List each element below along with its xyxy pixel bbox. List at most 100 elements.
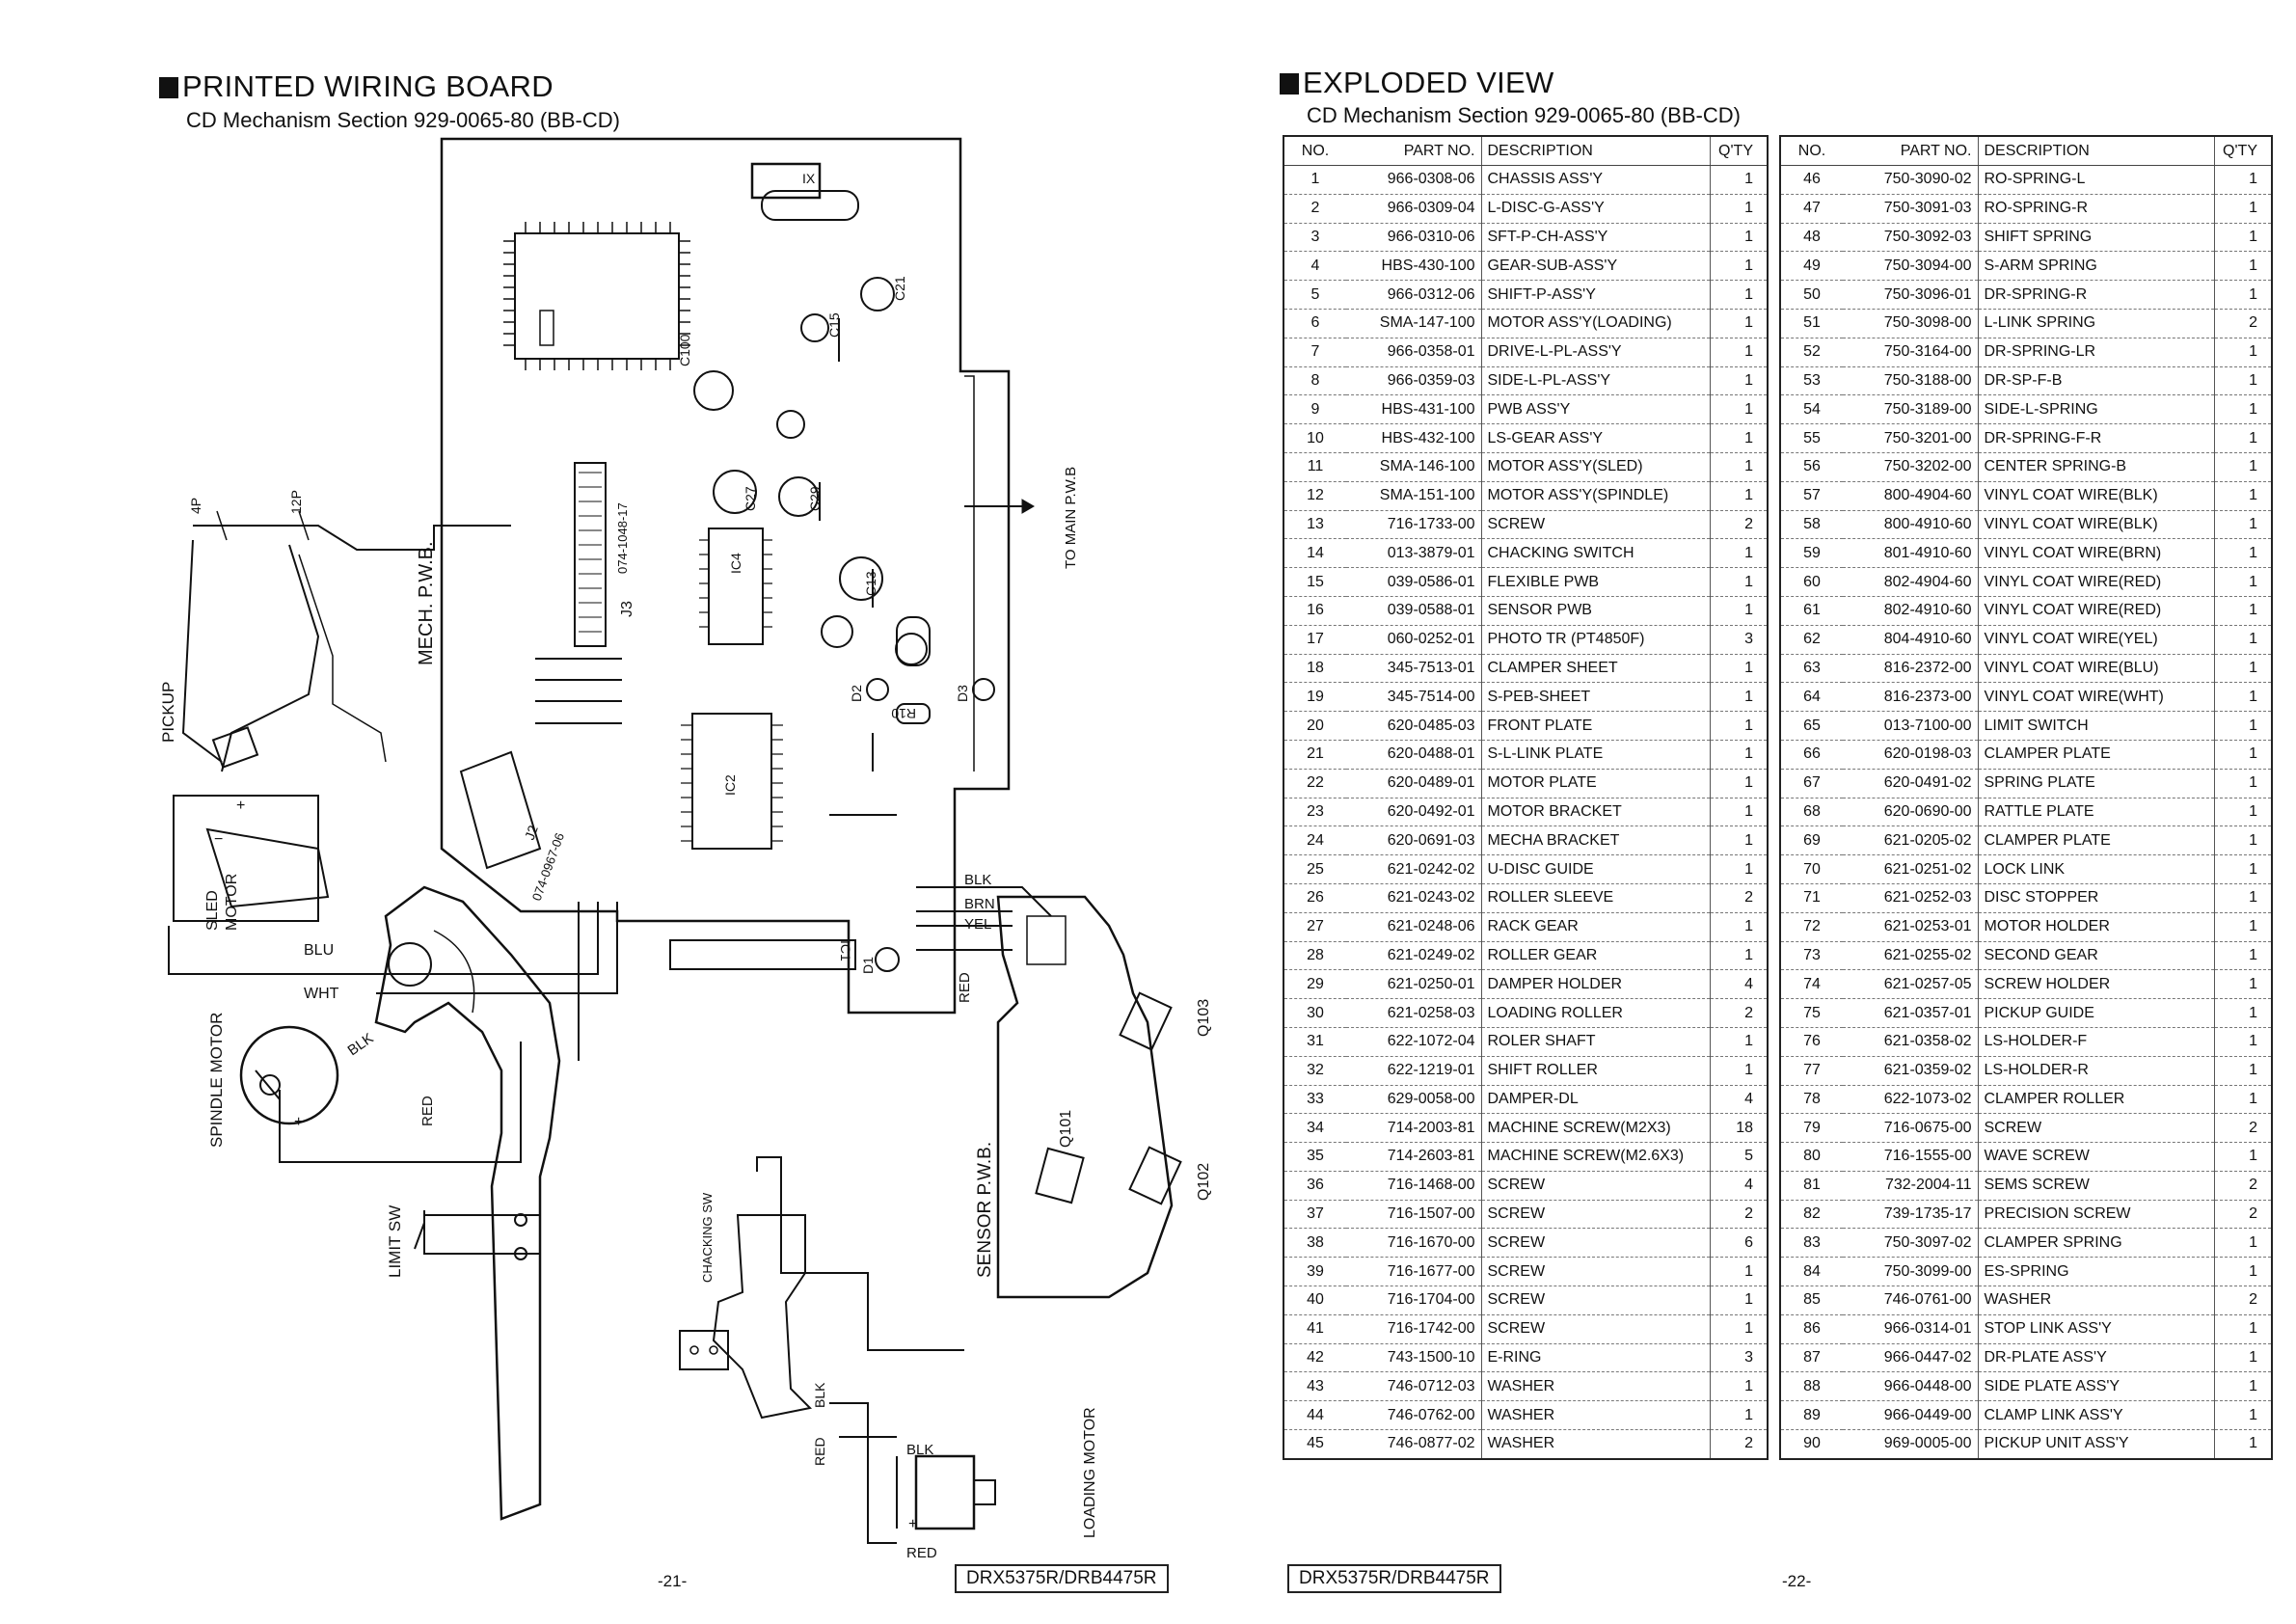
- part-number-index: 24: [1283, 826, 1346, 856]
- col-no: NO.: [1780, 136, 1843, 166]
- part-description: SCREW: [1480, 510, 1710, 540]
- ic-large: [514, 232, 680, 360]
- ic4: [708, 528, 764, 645]
- part-code: 750-3202-00: [1843, 452, 1978, 482]
- part-quantity: 1: [2213, 510, 2272, 540]
- part-quantity: 1: [1709, 854, 1768, 884]
- part-code: 966-0314-01: [1843, 1314, 1978, 1344]
- part-description: WASHER: [1977, 1286, 2214, 1315]
- part-description: DR-PLATE ASS'Y: [1977, 1343, 2214, 1373]
- part-code: 621-0243-02: [1346, 883, 1481, 913]
- part-description: CLAMPER SHEET: [1480, 654, 1710, 684]
- part-code: 716-1733-00: [1346, 510, 1481, 540]
- part-description: U-DISC GUIDE: [1480, 854, 1710, 884]
- part-code: 620-0198-03: [1843, 740, 1978, 770]
- part-code: 966-0312-06: [1346, 280, 1481, 310]
- label-pickup: PICKUP: [159, 682, 177, 743]
- part-description: SPRING PLATE: [1977, 769, 2214, 798]
- part-quantity: 1: [2213, 538, 2272, 569]
- part-quantity: 1: [2213, 1371, 2272, 1402]
- part-code: 621-0358-02: [1843, 1027, 1978, 1057]
- part-quantity: 1: [2213, 682, 2272, 713]
- part-number-index: 32: [1283, 1056, 1346, 1086]
- part-quantity: 1: [2213, 1027, 2272, 1057]
- part-number-index: 90: [1780, 1429, 1843, 1460]
- part-quantity: 1: [2213, 1142, 2272, 1172]
- part-number-index: 27: [1283, 912, 1346, 942]
- part-description: DRIVE-L-PL-ASS'Y: [1480, 338, 1710, 367]
- part-quantity: 1: [2213, 883, 2272, 913]
- part-number-index: 1: [1283, 165, 1346, 195]
- part-quantity: 1: [1709, 596, 1768, 626]
- part-number-index: 57: [1780, 481, 1843, 511]
- part-quantity: 1: [2213, 1429, 2272, 1460]
- part-quantity: 1: [2213, 423, 2272, 453]
- part-quantity: 1: [1709, 798, 1768, 827]
- part-quantity: 6: [1709, 1228, 1768, 1259]
- part-quantity: 1: [2213, 769, 2272, 798]
- part-quantity: 1: [2213, 1056, 2272, 1086]
- part-code: 345-7514-00: [1346, 682, 1481, 713]
- part-code: 621-0251-02: [1843, 854, 1978, 884]
- crystal: [761, 190, 859, 221]
- part-code: 620-0491-02: [1843, 769, 1978, 798]
- part-code: 621-0242-02: [1346, 854, 1481, 884]
- part-quantity: 1: [1709, 711, 1768, 741]
- part-code: 966-0447-02: [1843, 1343, 1978, 1373]
- part-description: WASHER: [1480, 1371, 1710, 1402]
- part-code: 714-2603-81: [1346, 1142, 1481, 1172]
- label-c100: C100: [677, 334, 692, 366]
- part-number-index: 29: [1283, 969, 1346, 1000]
- part-description: S-ARM SPRING: [1977, 251, 2214, 282]
- part-quantity: 2: [2213, 1171, 2272, 1201]
- label-q103: Q103: [1196, 999, 1212, 1037]
- table-header-row: NO. PART NO. DESCRIPTION Q'TY: [1780, 136, 2272, 166]
- label-12p: 12P: [288, 490, 304, 514]
- part-description: L-DISC-G-ASS'Y: [1480, 194, 1710, 224]
- part-description: SIDE PLATE ASS'Y: [1977, 1371, 2214, 1402]
- part-description: MOTOR ASS'Y(SLED): [1480, 452, 1710, 482]
- part-description: MOTOR PLATE: [1480, 769, 1710, 798]
- part-number-index: 15: [1283, 567, 1346, 597]
- part-description: RO-SPRING-R: [1977, 194, 2214, 224]
- part-quantity: 1: [2213, 1400, 2272, 1431]
- label-q102: Q102: [1196, 1163, 1212, 1201]
- part-number-index: 12: [1283, 481, 1346, 511]
- part-description: VINYL COAT WIRE(BLK): [1977, 510, 2214, 540]
- part-quantity: 1: [2213, 1343, 2272, 1373]
- part-quantity: 1: [1709, 280, 1768, 310]
- part-code: 621-0205-02: [1843, 826, 1978, 856]
- part-description: VINYL COAT WIRE(BLU): [1977, 654, 2214, 684]
- part-number-index: 83: [1780, 1228, 1843, 1259]
- part-number-index: 28: [1283, 941, 1346, 971]
- part-quantity: 1: [1709, 769, 1768, 798]
- part-code: 966-0448-00: [1843, 1371, 1978, 1402]
- part-number-index: 47: [1780, 194, 1843, 224]
- part-description: SIDE-L-SPRING: [1977, 394, 2214, 425]
- part-quantity: 1: [1709, 165, 1768, 195]
- label-chacking-sw: CHACKING SW: [700, 1192, 715, 1283]
- part-code: 621-0248-06: [1346, 912, 1481, 942]
- part-number-index: 51: [1780, 309, 1843, 338]
- cap-c21: [860, 277, 895, 311]
- part-number-index: 26: [1283, 883, 1346, 913]
- part-number-index: 36: [1283, 1171, 1346, 1201]
- part-description: LS-HOLDER-R: [1977, 1056, 2214, 1086]
- part-code: 716-1670-00: [1346, 1228, 1481, 1259]
- part-quantity: 1: [1709, 1027, 1768, 1057]
